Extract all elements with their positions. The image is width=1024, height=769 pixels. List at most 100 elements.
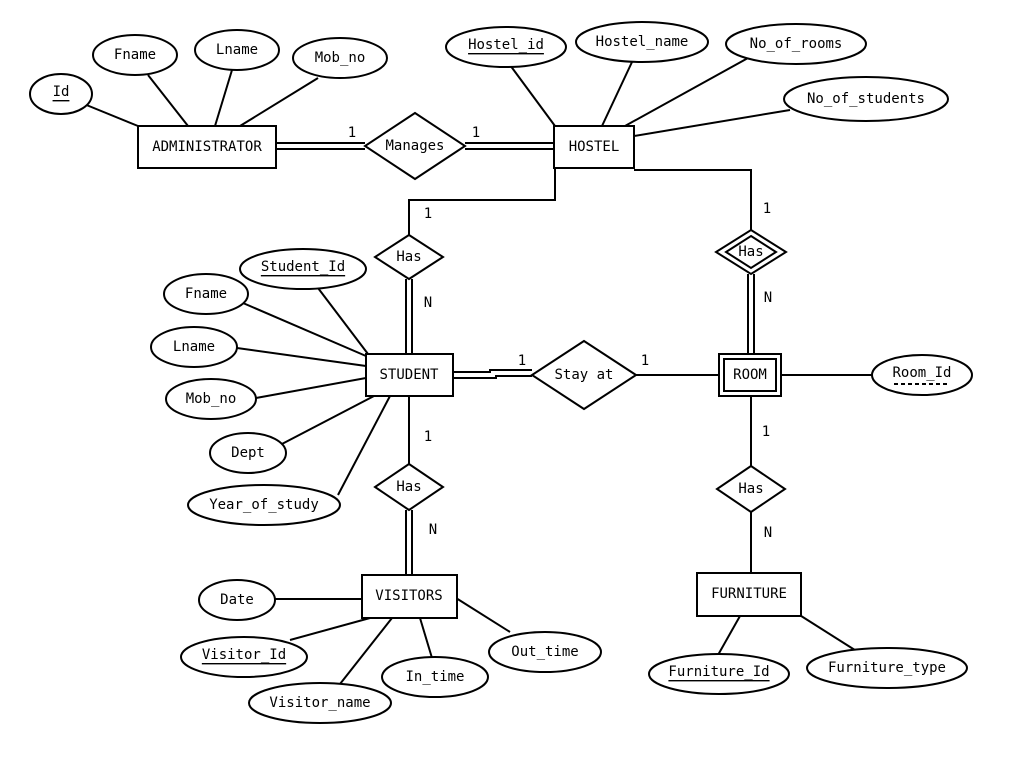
connector-admin-fname <box>147 74 189 127</box>
cardinality-hostel-manages: 1 <box>472 125 480 141</box>
connector-admin-id <box>83 103 139 127</box>
attribute-visitor-name[interactable]: Visitor_name <box>248 682 392 724</box>
connector-admin-mobno <box>239 77 319 127</box>
attribute-label: No_of_rooms <box>750 36 843 52</box>
attribute-hostel-id[interactable]: Hostel_id <box>445 26 567 68</box>
attribute-label: Year_of_study <box>209 497 319 513</box>
attribute-label: Dept <box>231 445 265 461</box>
entity-label: HOSTEL <box>569 139 620 155</box>
relationship-manages[interactable]: Manages <box>363 111 467 181</box>
attribute-student-id[interactable]: Student_Id <box>239 248 367 290</box>
attribute-hostel-name[interactable]: Hostel_name <box>575 21 709 63</box>
relationship-label: Manages <box>385 138 444 154</box>
relationship-label: Has <box>396 479 421 495</box>
connector-year-of-study <box>337 395 391 496</box>
attribute-label: Lname <box>216 42 258 58</box>
attribute-out-time[interactable]: Out_time <box>488 631 602 673</box>
entity-label: STUDENT <box>379 367 439 383</box>
entity-label: ROOM <box>733 367 767 383</box>
connector-hostel-has-room <box>634 169 752 230</box>
entity-label: ADMINISTRATOR <box>152 139 262 155</box>
relationship-label: Stay at <box>554 367 613 383</box>
entity-label: FURNITURE <box>711 586 787 602</box>
connector-furniture-id <box>717 615 741 656</box>
attribute-student-mob-no[interactable]: Mob_no <box>165 378 257 420</box>
attribute-in-time[interactable]: In_time <box>381 656 489 698</box>
cardinality-student-has-visitors: 1 <box>424 429 432 445</box>
relationship-label: Has <box>738 481 763 497</box>
attribute-label: Student_Id <box>261 259 345 275</box>
attribute-label: Mob_no <box>186 391 237 407</box>
cardinality-hostel-has-student: 1 <box>424 206 432 222</box>
relationship-label: Has <box>396 249 421 265</box>
connector-student-lname <box>236 347 367 367</box>
attribute-date[interactable]: Date <box>198 579 276 621</box>
connector-out-time <box>455 597 511 633</box>
connector-no-of-rooms <box>624 57 749 127</box>
relationship-label: Has <box>738 244 763 260</box>
attribute-no-of-students[interactable]: No_of_students <box>783 76 949 122</box>
entity-student[interactable]: STUDENT <box>365 353 454 397</box>
cardinality-student-stay-at: 1 <box>518 353 526 369</box>
attribute-year-of-study[interactable]: Year_of_study <box>187 484 341 526</box>
cardinality-visitors-has: N <box>429 522 437 538</box>
attribute-label: Mob_no <box>315 50 366 66</box>
cardinality-room-stay-at: 1 <box>641 353 649 369</box>
relationship-hostel-student-has[interactable]: Has <box>373 233 445 281</box>
connector-dept <box>279 395 375 446</box>
attribute-label: In_time <box>405 669 464 685</box>
connector-visitor-name <box>339 617 393 685</box>
attribute-admin-lname[interactable]: Lname <box>194 29 280 71</box>
attribute-student-lname[interactable]: Lname <box>150 326 238 368</box>
connector-admin-lname <box>214 69 233 127</box>
entity-label: VISITORS <box>375 588 442 604</box>
attribute-student-fname[interactable]: Fname <box>163 273 249 315</box>
entity-room[interactable]: ROOM <box>718 353 782 397</box>
attribute-label: Furniture_Id <box>668 664 769 680</box>
connector-hostel-name <box>601 61 633 127</box>
entity-furniture[interactable]: FURNITURE <box>696 572 802 617</box>
connector-visitor-id <box>289 617 371 641</box>
attribute-label: Out_time <box>511 644 578 660</box>
attribute-furniture-id[interactable]: Furniture_Id <box>648 653 790 695</box>
attribute-furniture-type[interactable]: Furniture_type <box>806 647 968 689</box>
attribute-admin-fname[interactable]: Fname <box>92 34 178 76</box>
cardinality-room-has-furniture: 1 <box>762 424 770 440</box>
attribute-label: Furniture_type <box>828 660 946 676</box>
cardinality-hostel-has-room: 1 <box>763 201 771 217</box>
attribute-label: Id <box>53 84 70 100</box>
cardinalities: 1 1 1 N 1 N 1 1 1 N 1 N <box>348 125 772 541</box>
attribute-dept[interactable]: Dept <box>209 432 287 474</box>
connector-student-id <box>317 287 369 355</box>
cardinality-furniture-has: N <box>764 525 772 541</box>
connector-furniture-type <box>797 613 859 653</box>
attribute-label: Hostel_name <box>596 34 689 50</box>
cardinality-admin-manages: 1 <box>348 125 356 141</box>
attribute-label: Fname <box>114 47 156 63</box>
attribute-no-of-rooms[interactable]: No_of_rooms <box>725 23 867 65</box>
connector-student-stay-at <box>453 375 532 379</box>
connector-student-stay-at <box>453 369 532 373</box>
attribute-label: Date <box>220 592 254 608</box>
attribute-label: Room_Id <box>892 365 951 381</box>
cardinality-student-has: N <box>424 295 432 311</box>
attribute-room-id[interactable]: Room_Id <box>871 354 973 396</box>
attribute-label: Visitor_Id <box>202 647 286 663</box>
entity-visitors[interactable]: VISITORS <box>361 574 458 619</box>
relationship-hostel-room-has[interactable]: Has <box>714 228 788 276</box>
relationship-student-visitors-has[interactable]: Has <box>373 462 445 512</box>
connector-hostel-has-student <box>408 168 556 235</box>
connector-in-time <box>419 617 433 659</box>
attribute-admin-mob-no[interactable]: Mob_no <box>292 37 388 79</box>
attribute-label: Lname <box>173 339 215 355</box>
relationship-room-furniture-has[interactable]: Has <box>715 464 787 514</box>
attribute-visitor-id[interactable]: Visitor_Id <box>180 636 308 678</box>
cardinality-room-has: N <box>764 290 772 306</box>
attribute-label: Visitor_name <box>269 695 370 711</box>
entity-hostel[interactable]: HOSTEL <box>553 125 635 169</box>
connector-student-mobno <box>255 377 367 399</box>
entity-administrator[interactable]: ADMINISTRATOR <box>137 125 277 169</box>
relationship-stay-at[interactable]: Stay at <box>530 339 638 411</box>
attribute-admin-id[interactable]: Id <box>29 73 93 115</box>
